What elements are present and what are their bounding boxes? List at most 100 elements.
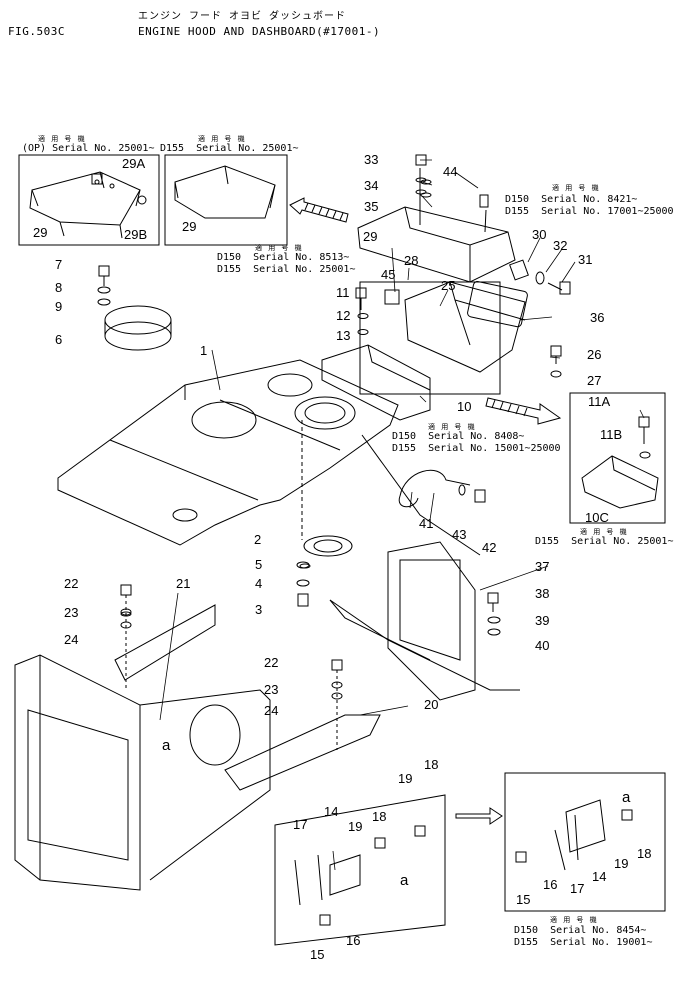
callout-34: 34: [364, 178, 379, 193]
serial-note-d155-15001: D155 Serial No. 15001~25000: [392, 443, 561, 454]
ring-2: [303, 535, 353, 557]
serial-note-op: (OP) Serial No. 25001~: [22, 143, 155, 154]
callout-13: 13: [336, 328, 351, 343]
applicable-label-mid2: 適 用 号 機: [428, 423, 476, 431]
callout-29-d155: 29: [182, 219, 197, 234]
applicable-label-bottom: 適 用 号 機: [550, 916, 598, 924]
callout-36: 36: [590, 310, 605, 325]
plate-20: [224, 714, 381, 791]
bolt-26: [550, 345, 562, 378]
callout-23: 23: [64, 605, 79, 620]
callout-31: 31: [578, 252, 593, 267]
callout-10c: 10C: [585, 510, 609, 525]
callout-8: 8: [55, 280, 63, 295]
callout-3: 3: [255, 602, 263, 617]
leader-lines: [159, 159, 645, 871]
serial-note-d155-25001b: D155 Serial No. 25001~: [217, 264, 356, 275]
callout-11b: 11B: [600, 427, 623, 442]
title-english: ENGINE HOOD AND DASHBOARD(#17001-): [138, 25, 381, 38]
callout-43: 43: [452, 527, 467, 542]
callout-1: 1: [200, 343, 208, 358]
radiator-body: [14, 654, 271, 891]
callout-27: 27: [587, 373, 602, 388]
serial-note-d150-8454: D150 Serial No. 8454~: [514, 925, 647, 936]
callout-33: 33: [364, 152, 379, 167]
callout-21: 21: [176, 576, 191, 591]
applicable-label-mid: 適 用 号 機: [255, 244, 303, 252]
callout-9: 9: [55, 299, 63, 314]
inset-box-op: [18, 154, 160, 246]
callout-24b: 24: [264, 703, 279, 718]
serial-note-d150-8408: D150 Serial No. 8408~: [392, 431, 525, 442]
callout-40: 40: [535, 638, 550, 653]
serial-note-d150-8421: D150 Serial No. 8421~: [505, 194, 638, 205]
cover-10: [321, 344, 431, 421]
panel-25-36: [404, 281, 528, 373]
callout-19c: 19: [614, 856, 629, 871]
serial-note-d155-25001c: D155 Serial No. 25001~: [535, 536, 674, 547]
callout-19: 19: [348, 819, 363, 834]
callout-11a: 11A: [588, 394, 611, 409]
serial-note-d155: D155 Serial No. 25001~: [160, 143, 299, 154]
callout-35: 35: [364, 199, 379, 214]
bolt-7: [97, 265, 111, 306]
callout-15: 15: [310, 947, 325, 962]
callout-18b: 18: [424, 757, 439, 772]
callout-10: 10: [457, 399, 472, 414]
bolt-22b: [331, 659, 343, 750]
callout-20: 20: [424, 697, 439, 712]
callout-15b: 15: [516, 892, 531, 907]
reference-a-detail: a: [400, 872, 409, 889]
inset-box-d155: [164, 154, 288, 246]
callout-22b: 22: [264, 655, 279, 670]
engine-hood: [57, 359, 399, 546]
callout-29a: 29A: [122, 156, 146, 171]
callout-28: 28: [404, 253, 419, 268]
detail-box-a: [274, 794, 446, 946]
dashboard-top-group: [357, 154, 516, 283]
callout-11: 11: [336, 285, 350, 300]
callout-39: 39: [535, 613, 550, 628]
detail-box-b: [504, 772, 666, 912]
callout-45: 45: [381, 267, 396, 282]
figure-number: FIG.503C: [8, 25, 65, 38]
inset-box-10c: [569, 392, 666, 524]
callout-5: 5: [255, 557, 263, 572]
title-japanese: エンジン フード オヨビ ダッシュボード: [138, 11, 347, 22]
callout-29b: 29B: [124, 227, 148, 242]
callout-26: 26: [587, 347, 602, 362]
callout-16: 16: [346, 933, 361, 948]
leader-line: [361, 434, 481, 556]
bolt-11: [355, 287, 369, 335]
callout-29-main: 29: [363, 229, 378, 244]
applicable-label-d155: 適 用 号 機: [198, 135, 246, 143]
callout-17: 17: [293, 817, 308, 832]
callout-41: 41: [419, 516, 434, 531]
callout-18c: 18: [637, 846, 652, 861]
callout-17b: 17: [570, 881, 585, 896]
serial-note-d150-8513: D150 Serial No. 8513~: [217, 252, 350, 263]
dashed-group-box: [359, 281, 501, 395]
bolt-38: [487, 592, 501, 636]
callout-23b: 23: [264, 682, 279, 697]
callout-7: 7: [55, 257, 63, 272]
callout-32: 32: [553, 238, 568, 253]
callout-2: 2: [254, 532, 262, 547]
callout-38: 38: [535, 586, 550, 601]
air-cap: [104, 305, 172, 351]
applicable-label-tr: 適 用 号 機: [552, 184, 600, 192]
callout-4: 4: [255, 576, 263, 591]
rod-41: [398, 469, 486, 508]
callout-12: 12: [336, 308, 351, 323]
callout-37: 37: [535, 559, 550, 574]
applicable-label-op: 適 用 号 機: [38, 135, 86, 143]
bracket-37: [329, 541, 520, 701]
callout-42: 42: [482, 540, 497, 555]
callout-25: 25: [441, 278, 456, 293]
callout-29-op: 29: [33, 225, 48, 240]
callout-6: 6: [55, 332, 63, 347]
callout-14b: 14: [592, 869, 607, 884]
callout-14: 14: [324, 804, 339, 819]
reference-a-right: a: [622, 789, 631, 806]
